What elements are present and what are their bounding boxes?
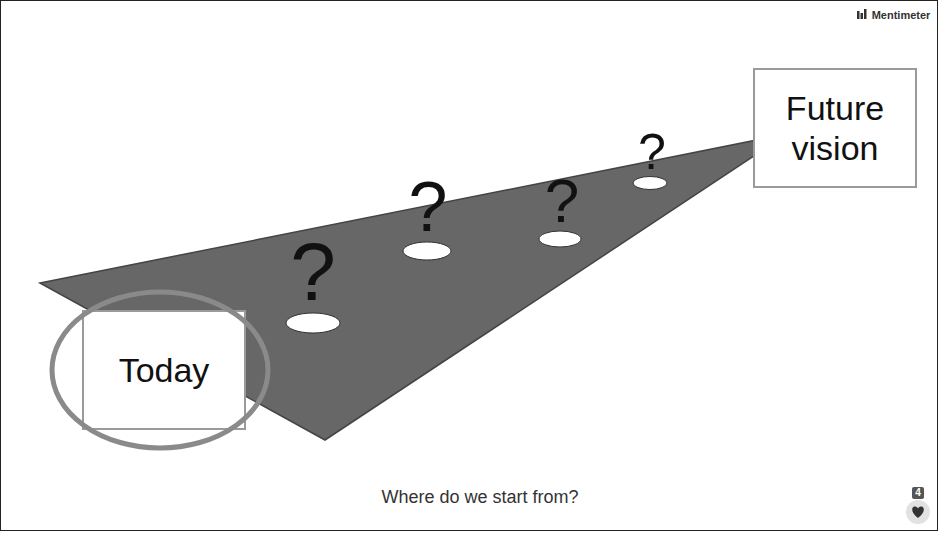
- logo-icon: [857, 9, 867, 19]
- question-mark: ?: [290, 231, 336, 313]
- count-badge: [912, 487, 924, 499]
- stage-box: Future vision: [753, 68, 917, 188]
- step-hole: [539, 231, 581, 247]
- step-hole: [286, 313, 340, 333]
- count-number: 4: [915, 488, 921, 498]
- stage-box: Today: [82, 310, 246, 430]
- box-label: Future vision: [755, 88, 915, 168]
- brand-logo: Mentimeter: [872, 10, 931, 21]
- step-hole: [403, 242, 451, 260]
- question-mark: ?: [409, 172, 448, 242]
- reaction-button: [906, 500, 930, 524]
- step-hole: [633, 177, 667, 190]
- question-mark: ?: [638, 127, 666, 177]
- question-mark: ?: [545, 170, 579, 232]
- slide-caption: Where do we start from?: [381, 487, 578, 508]
- road: [40, 140, 760, 440]
- highlight-ring: [52, 292, 268, 448]
- heart-icon: [912, 506, 924, 518]
- box-label: Today: [119, 350, 210, 390]
